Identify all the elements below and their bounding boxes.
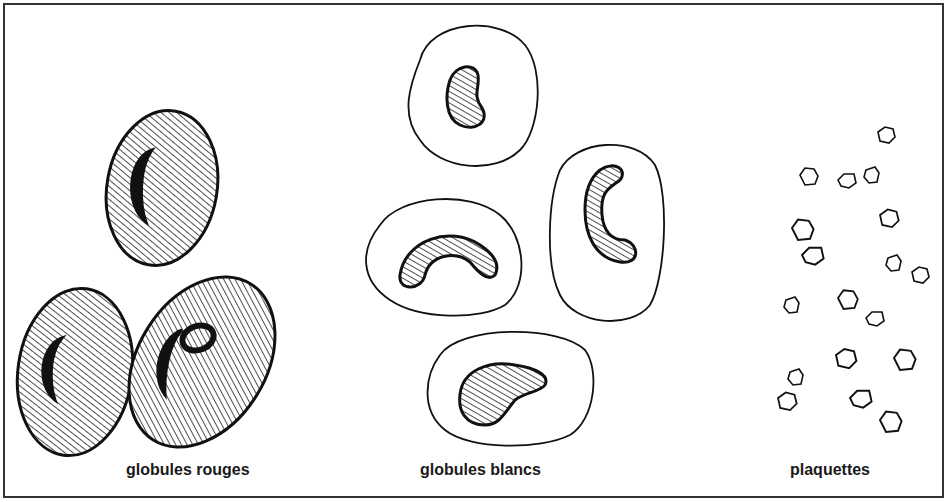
cell-type-label: globules rouges <box>126 461 250 479</box>
red-blood-cells <box>7 102 305 474</box>
cell-type-label: plaquettes <box>790 461 870 479</box>
cell-type-label: globules blancs <box>420 461 541 479</box>
frame <box>4 4 943 497</box>
white-blood-cells <box>366 26 664 446</box>
platelets <box>778 127 929 432</box>
